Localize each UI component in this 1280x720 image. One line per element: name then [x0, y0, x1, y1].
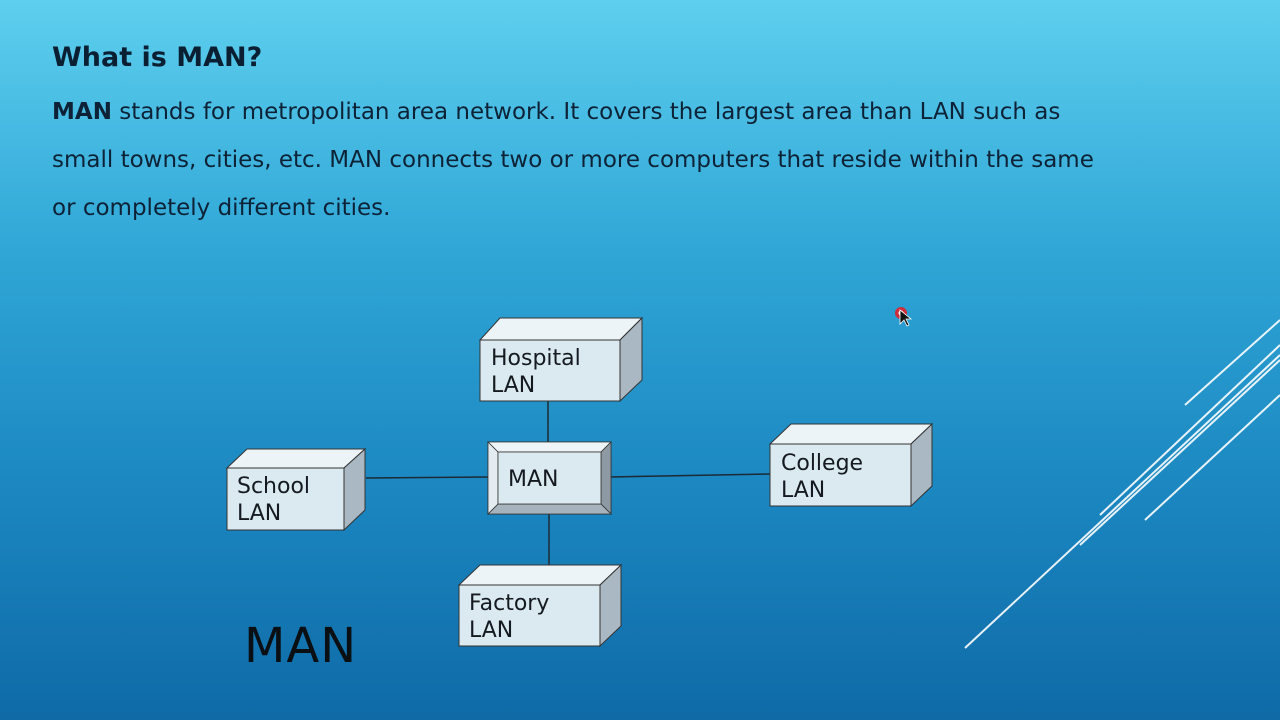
body-line-3: or completely different cities.: [52, 195, 391, 221]
school-label-1: School: [237, 474, 310, 499]
college-label-2: LAN: [781, 478, 825, 503]
node-school-lan: School LAN: [225, 447, 367, 532]
node-hospital-lan: Hospital LAN: [478, 316, 644, 403]
connector-college: [609, 473, 771, 478]
factory-label-2: LAN: [469, 618, 513, 643]
diagram-caption: MAN: [244, 618, 358, 674]
slide-body: MAN stands for metropolitan area network…: [52, 88, 1242, 232]
school-label-2: LAN: [237, 501, 281, 526]
body-line-2: small towns, cities, etc. MAN connects t…: [52, 147, 1094, 173]
body-line-1: MAN stands for metropolitan area network…: [52, 88, 1242, 136]
node-man-hub: MAN: [487, 441, 612, 515]
college-label-1: College: [781, 451, 863, 476]
hospital-label-2: LAN: [491, 373, 535, 398]
connector-lines: [365, 400, 771, 565]
factory-label-1: Factory: [469, 591, 549, 616]
node-college-lan: College LAN: [768, 422, 934, 508]
node-factory-lan: Factory LAN: [457, 563, 623, 648]
slide-title: What is MAN?: [52, 42, 263, 73]
cursor-icon: [895, 307, 913, 327]
hospital-label-1: Hospital: [491, 346, 581, 371]
body-line-1-text: stands for metropolitan area network. It…: [111, 99, 1061, 125]
connector-school: [365, 476, 490, 479]
body-bold-term: MAN: [52, 99, 112, 125]
hub-label: MAN: [508, 467, 559, 492]
